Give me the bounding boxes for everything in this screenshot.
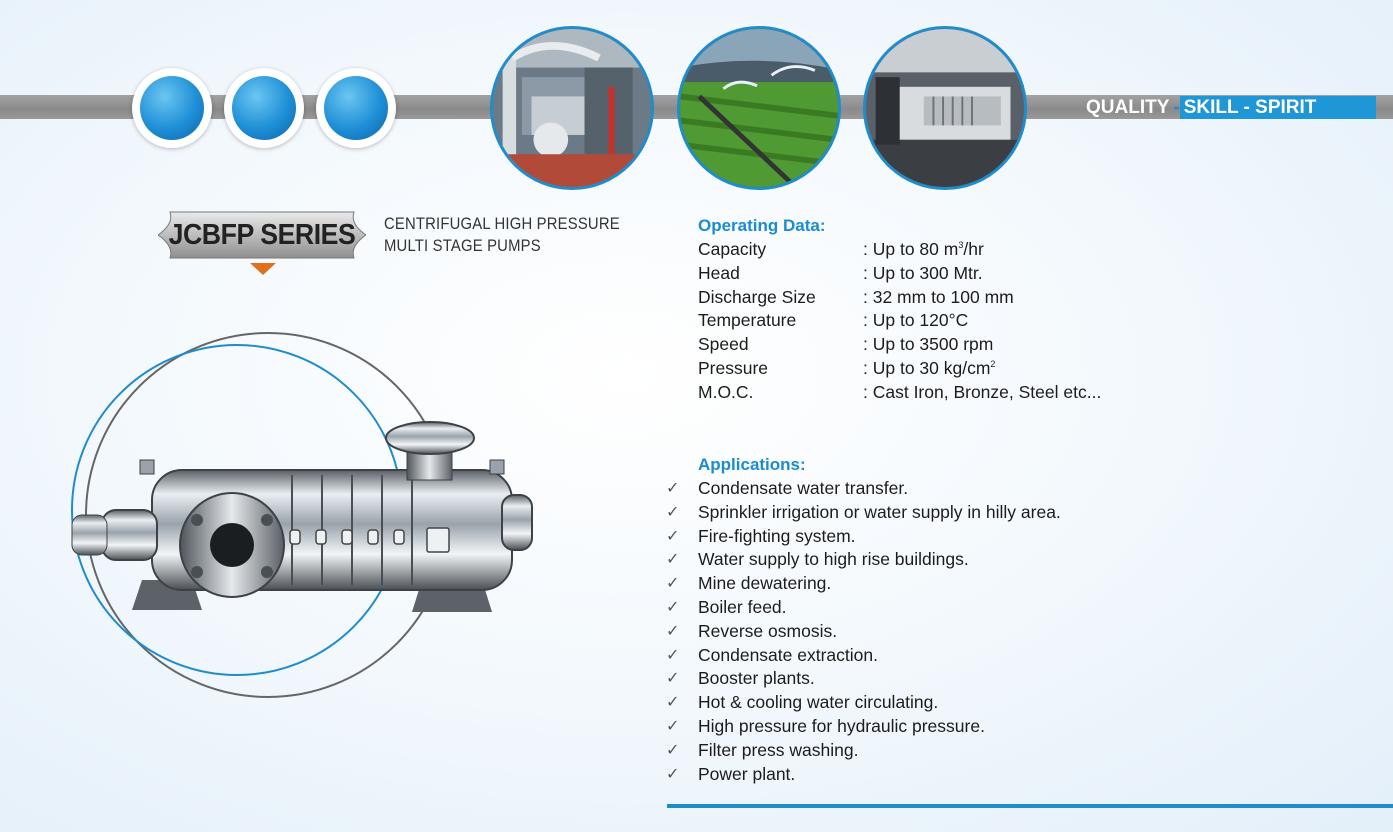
operating-data-table: Capacity : Up to 80 m3/hr Head : Up to 3…	[698, 238, 1101, 405]
checkmark-icon: ✓	[666, 670, 680, 688]
application-text: Filter press washing.	[698, 739, 859, 760]
spec-row: Discharge Size : 32 mm to 100 mm	[698, 286, 1101, 310]
application-item: ✓ Water supply to high rise buildings.	[666, 548, 1061, 572]
series-badge: JCBFP SERIES	[158, 210, 366, 260]
blue-dot-decoration	[316, 68, 396, 148]
checkmark-icon: ✓	[666, 527, 680, 545]
series-description: CENTRIFUGAL HIGH PRESSURE MULTI STAGE PU…	[384, 213, 620, 257]
application-text: Hot & cooling water circulating.	[698, 692, 939, 713]
spec-row: M.O.C. : Cast Iron, Bronze, Steel etc...	[698, 381, 1101, 405]
series-name: JCBFP SERIES	[168, 219, 356, 251]
applications-list: ✓ Condensate water transfer. ✓ Sprinkler ir…	[666, 477, 1061, 786]
plant-machinery-photo	[490, 26, 654, 190]
spec-label: Temperature	[698, 310, 797, 331]
application-text: Booster plants.	[698, 668, 815, 689]
spec-row: Capacity : Up to 80 m3/hr	[698, 238, 1101, 262]
checkmark-icon: ✓	[666, 646, 680, 664]
application-item: ✓ Condensate water transfer.	[666, 477, 1061, 501]
application-item: ✓ High pressure for hydraulic pressure.	[666, 715, 1061, 739]
checkmark-icon: ✓	[666, 741, 680, 759]
application-item: ✓ Mine dewatering.	[666, 572, 1061, 596]
applications-heading: Applications:	[698, 455, 806, 474]
spec-value: : Up to 120°C	[863, 310, 969, 331]
application-item: ✓ Power plant.	[666, 763, 1061, 787]
spec-label: Capacity	[698, 239, 767, 259]
checkmark-icon: ✓	[666, 575, 680, 593]
spec-row: Head : Up to 300 Mtr.	[698, 262, 1101, 286]
blue-dot-decoration	[224, 68, 304, 148]
spec-label: Pressure	[698, 357, 769, 378]
application-item: ✓ Boiler feed.	[666, 596, 1061, 620]
spec-label: Head	[698, 262, 740, 283]
blue-dot-decoration	[132, 68, 212, 148]
checkmark-icon: ✓	[666, 717, 680, 735]
operating-data-heading: Operating Data:	[698, 216, 826, 235]
motto-skill-spirit: SKILL - SPIRIT	[1179, 96, 1377, 119]
application-text: High pressure for hydraulic pressure.	[698, 715, 985, 736]
application-item: ✓ Sprinkler irrigation or water supply in…	[666, 501, 1061, 525]
spec-value: : Up to 80 m3/hr	[863, 239, 984, 259]
pump-illustration	[62, 330, 542, 710]
checkmark-icon: ✓	[666, 503, 680, 521]
application-text: Fire-fighting system.	[698, 525, 856, 546]
application-text: Condensate extraction.	[698, 644, 878, 665]
application-text: Power plant.	[698, 763, 796, 784]
application-item: ✓ Fire-fighting system.	[666, 525, 1061, 549]
spec-label: Speed	[698, 334, 749, 355]
series-desc-line: MULTI STAGE PUMPS	[384, 237, 541, 255]
checkmark-icon: ✓	[666, 765, 680, 783]
series-desc-line: CENTRIFUGAL HIGH PRESSURE	[384, 215, 620, 233]
checkmark-icon: ✓	[666, 694, 680, 712]
spec-row: Temperature : Up to 120°C	[698, 309, 1101, 333]
filter-press-photo	[863, 26, 1027, 190]
checkmark-icon: ✓	[666, 480, 680, 497]
motto-quality: QUALITY	[1086, 97, 1170, 118]
application-text: Condensate water transfer.	[698, 478, 909, 498]
spec-row: Pressure : Up to 30 kg/cm2	[698, 357, 1101, 381]
spec-value: : Up to 3500 rpm	[863, 334, 994, 355]
application-item: ✓ Condensate extraction.	[666, 644, 1061, 668]
application-text: Sprinkler irrigation or water supply in …	[698, 501, 1061, 522]
irrigation-field-photo	[677, 26, 841, 190]
checkmark-icon: ✓	[666, 551, 680, 569]
spec-value: : Up to 30 kg/cm2	[863, 357, 996, 378]
orange-down-arrow-icon	[250, 263, 276, 275]
spec-value: : Cast Iron, Bronze, Steel etc...	[863, 381, 1102, 402]
spec-value: : Up to 300 Mtr.	[863, 262, 983, 283]
application-item: ✓ Filter press washing.	[666, 739, 1061, 763]
application-item: ✓ Booster plants.	[666, 667, 1061, 691]
spec-label: Discharge Size	[698, 286, 816, 307]
spec-label: M.O.C.	[698, 381, 754, 402]
checkmark-icon: ✓	[666, 622, 680, 640]
application-text: Mine dewatering.	[698, 573, 832, 594]
checkmark-icon: ✓	[666, 598, 680, 616]
application-text: Water supply to high rise buildings.	[698, 549, 969, 570]
spec-row: Speed : Up to 3500 rpm	[698, 333, 1101, 357]
application-text: Boiler feed.	[698, 596, 787, 617]
application-text: Reverse osmosis.	[698, 620, 838, 641]
spec-value: : 32 mm to 100 mm	[863, 286, 1014, 307]
header-motto: QUALITY-SKILL - SPIRIT	[1084, 96, 1377, 119]
footer-rule	[667, 804, 1393, 808]
application-item: ✓ Hot & cooling water circulating.	[666, 691, 1061, 715]
application-item: ✓ Reverse osmosis.	[666, 620, 1061, 644]
motto-separator: -	[1173, 97, 1180, 118]
